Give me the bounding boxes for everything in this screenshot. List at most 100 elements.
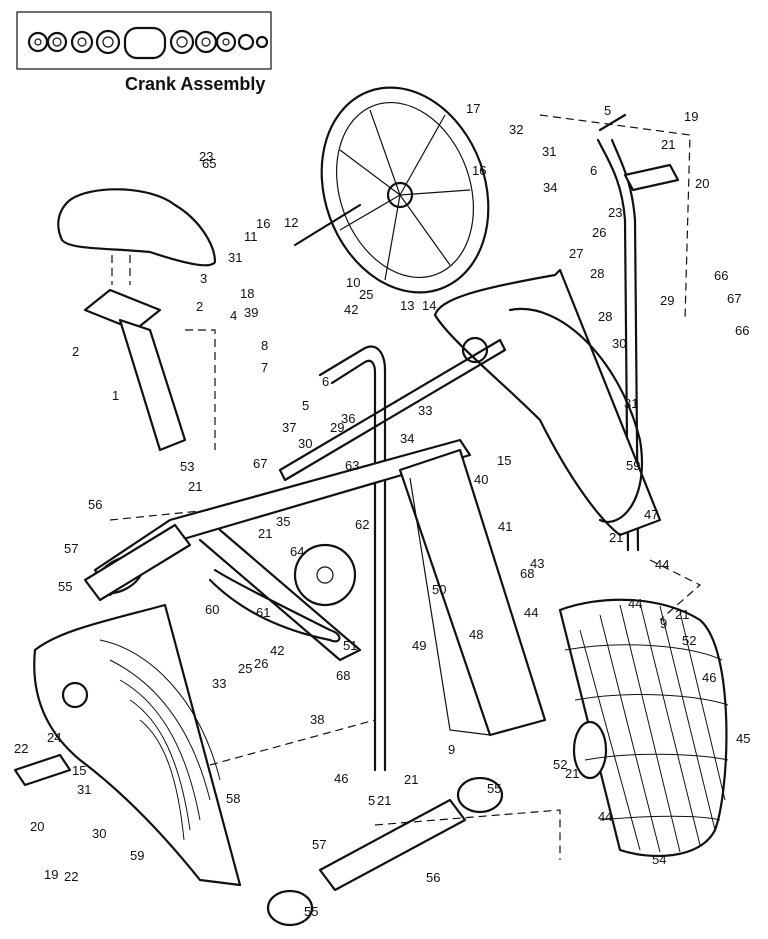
- part-number-label: 25: [359, 287, 373, 302]
- part-number-label: 6: [322, 374, 329, 389]
- part-number-label: 42: [344, 302, 358, 317]
- part-number-label: 47: [644, 507, 658, 522]
- part-number-label: 33: [212, 676, 226, 691]
- part-number-label: 46: [334, 771, 348, 786]
- part-number-label: 53: [180, 459, 194, 474]
- part-number-label: 19: [684, 109, 698, 124]
- part-number-label: 20: [695, 176, 709, 191]
- part-number-label: 44: [628, 596, 642, 611]
- part-number-label: 21: [565, 766, 579, 781]
- part-number-label: 55: [304, 904, 318, 919]
- part-number-label: 34: [400, 431, 414, 446]
- part-number-label: 32: [509, 122, 523, 137]
- part-number-label: 60: [205, 602, 219, 617]
- part-number-label: 5: [604, 103, 611, 118]
- part-number-label: 2: [196, 299, 203, 314]
- part-number-label: 51: [343, 638, 357, 653]
- part-number-label: 52: [682, 633, 696, 648]
- part-number-label: 25: [238, 661, 252, 676]
- part-number-label: 52: [553, 757, 567, 772]
- part-number-label: 59: [626, 458, 640, 473]
- part-number-label: 29: [660, 293, 674, 308]
- part-number-label: 29: [330, 420, 344, 435]
- part-number-label: 23: [608, 205, 622, 220]
- part-number-label: 6: [590, 163, 597, 178]
- part-number-label: 16: [472, 163, 486, 178]
- part-number-label: 30: [612, 336, 626, 351]
- right-fan-guard-grille: [564, 602, 729, 853]
- part-number-label: 21: [188, 479, 202, 494]
- part-number-label: 48: [469, 627, 483, 642]
- crank-assembly-title: Crank Assembly: [125, 74, 265, 94]
- part-number-label: 35: [276, 514, 290, 529]
- pedal-left: [13, 753, 72, 787]
- part-number-label: 17: [466, 101, 480, 116]
- part-number-label: 28: [598, 309, 612, 324]
- part-number-label: 50: [432, 582, 446, 597]
- part-number-label: 16: [256, 216, 270, 231]
- part-number-label: 42: [270, 643, 284, 658]
- part-number-label: 44: [655, 557, 669, 572]
- part-number-label: 10: [346, 275, 360, 290]
- part-number-label: 64: [290, 544, 304, 559]
- main-frame: [93, 338, 547, 737]
- part-number-label: 21: [258, 526, 272, 541]
- right-guard-shroud: [433, 268, 662, 537]
- part-number-label: 21: [609, 530, 623, 545]
- part-number-label: 54: [652, 852, 666, 867]
- part-number-label: 45: [736, 731, 750, 746]
- part-number-label: 26: [592, 225, 606, 240]
- left-guard: [33, 603, 242, 887]
- part-number-label: 30: [92, 826, 106, 841]
- part-number-label: 55: [58, 579, 72, 594]
- part-number-label: 23: [199, 149, 213, 164]
- part-number-label: 5: [302, 398, 309, 413]
- part-number-label: 31: [77, 782, 91, 797]
- pedal-right: [623, 163, 680, 192]
- part-number-label: 59: [130, 848, 144, 863]
- part-number-label: 31: [542, 144, 556, 159]
- part-number-label: 31: [624, 396, 638, 411]
- part-number-label: 2: [72, 344, 79, 359]
- part-number-label: 36: [341, 411, 355, 426]
- assembly-guides: [109, 114, 702, 860]
- flywheel: [293, 86, 490, 294]
- part-number-label: 21: [661, 137, 675, 152]
- part-number-label: 27: [569, 246, 583, 261]
- part-number-label: 15: [497, 453, 511, 468]
- part-number-label: 9: [448, 742, 455, 757]
- part-number-label: 19: [44, 867, 58, 882]
- part-number-label: 44: [524, 605, 538, 620]
- part-number-label: 61: [256, 605, 270, 620]
- part-number-label: 37: [282, 420, 296, 435]
- part-number-label: 24: [47, 730, 61, 745]
- part-number-label: 44: [598, 809, 612, 824]
- part-number-label: 15: [72, 763, 86, 778]
- part-number-label: 28: [590, 266, 604, 281]
- part-number-label: 40: [474, 472, 488, 487]
- part-number-label: 66: [714, 268, 728, 283]
- part-number-label: 5: [368, 793, 375, 808]
- part-number-label: 30: [298, 436, 312, 451]
- part-number-label: 7: [261, 360, 268, 375]
- part-number-label: 63: [345, 458, 359, 473]
- part-number-label: 8: [261, 338, 268, 353]
- left-guard-grille: [99, 639, 221, 841]
- part-number-label: 56: [88, 497, 102, 512]
- part-number-label: 66: [735, 323, 749, 338]
- part-number-label: 55: [487, 781, 501, 796]
- part-number-label: 13: [400, 298, 414, 313]
- part-number-label: 39: [244, 305, 258, 320]
- seat-post: [83, 288, 187, 452]
- part-number-label: 68: [336, 668, 350, 683]
- part-number-label: 3: [200, 271, 207, 286]
- part-number-label: 43: [530, 556, 544, 571]
- drive-belt: [208, 568, 341, 643]
- part-number-label: 20: [30, 819, 44, 834]
- part-number-label: 1: [112, 388, 119, 403]
- rear-stabilizer: [266, 776, 504, 927]
- part-number-label: 68: [520, 566, 534, 581]
- part-number-label: 67: [727, 291, 741, 306]
- part-number-label: 34: [543, 180, 557, 195]
